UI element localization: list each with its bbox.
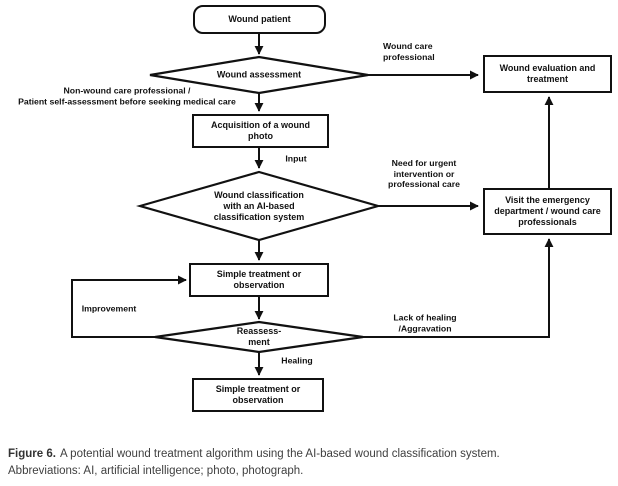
node-simple-treatment-2-label: Simple treatment or observation [215, 383, 301, 405]
edge-label-healing: Healing [281, 355, 313, 366]
node-visit-emergency: Visit the emergency department / wound c… [483, 188, 612, 235]
node-wound-evaluation: Wound evaluation and treatment [483, 55, 612, 93]
figure-caption-abbreviations: Abbreviations: AI, artificial intelligen… [8, 465, 304, 478]
figure-caption-text: A potential wound treatment algorithm us… [59, 448, 500, 460]
edge-label-wound-care-professional: Wound care professional [383, 41, 435, 62]
node-wound-evaluation-label: Wound evaluation and treatment [499, 62, 596, 84]
figure-caption-number: Figure 6. [8, 448, 56, 460]
node-acquisition-label: Acquisition of a wound photo [211, 119, 310, 141]
edge-label-non-wound-care: Non-wound care professional / Patient se… [18, 85, 236, 106]
diamond-wound-classification [135, 170, 383, 242]
node-wound-patient: Wound patient [193, 5, 326, 34]
figure-caption-line1: Figure 6.A potential wound treatment alg… [8, 446, 612, 463]
node-simple-treatment-1: Simple treatment or observation [189, 263, 329, 297]
flowchart-connectors [71, 34, 554, 376]
diamond-wound-assessment [149, 55, 369, 95]
edge-label-improvement: Improvement [81, 303, 137, 314]
diamond-reassessment [154, 320, 364, 354]
arrow-improvement-loop [71, 275, 187, 338]
node-simple-treatment-2: Simple treatment or observation [192, 378, 324, 412]
edge-label-need-urgent: Need for urgent intervention or professi… [388, 158, 460, 190]
figure-caption: Figure 6.A potential wound treatment alg… [8, 446, 612, 481]
node-simple-treatment-1-label: Simple treatment or observation [216, 268, 302, 290]
edge-label-lack-of-healing: Lack of healing /Aggravation [393, 312, 457, 333]
node-acquisition: Acquisition of a wound photo [192, 114, 329, 148]
diamond-wound-assessment-label: Wound assessment [216, 69, 302, 80]
arrow-lack-of-healing-to-visit [363, 238, 554, 338]
diamond-wound-classification-label: Wound classification with an AI-based cl… [213, 189, 305, 222]
diamond-reassessment-label: Reassess- ment [236, 326, 282, 347]
node-wound-patient-label: Wound patient [228, 13, 291, 24]
edge-label-input: Input [285, 153, 307, 164]
node-visit-emergency-label: Visit the emergency department / wound c… [494, 194, 601, 228]
